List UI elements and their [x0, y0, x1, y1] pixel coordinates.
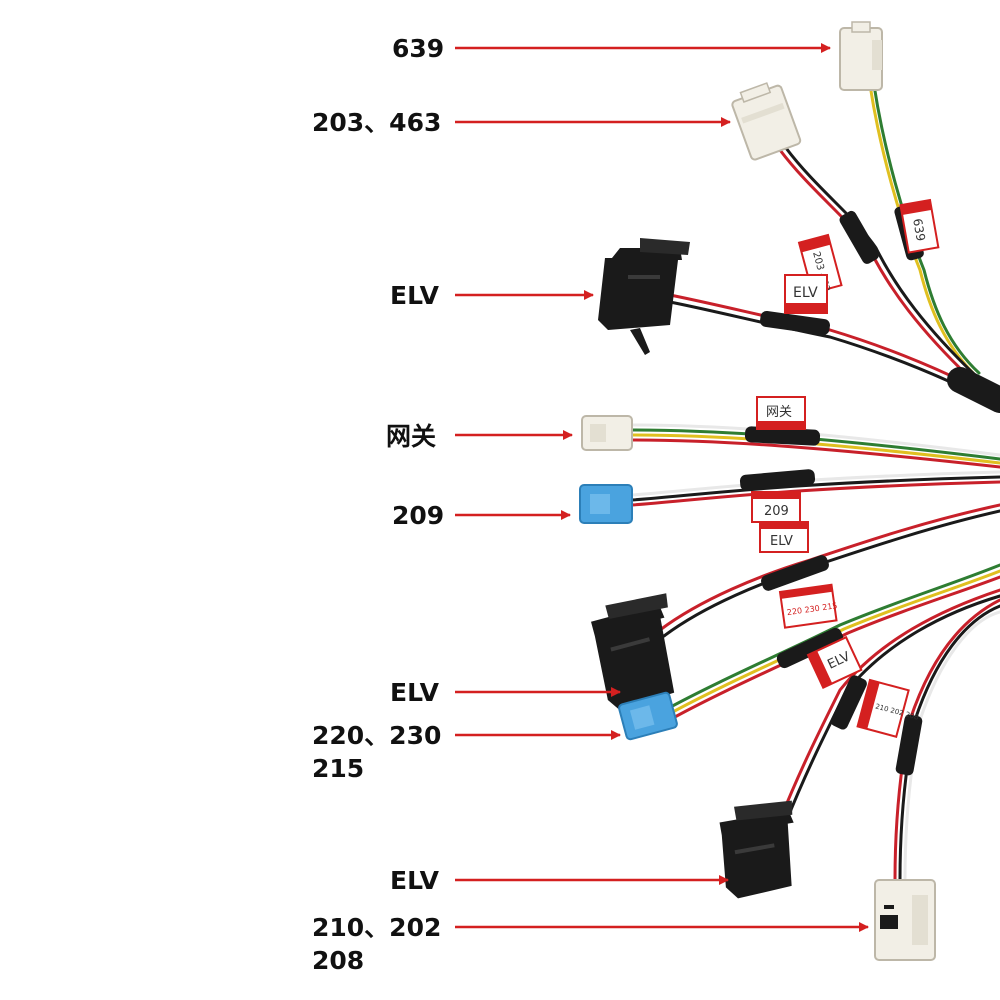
wire-tag-text: 639 [910, 217, 928, 242]
black-connector-elv-mid [591, 593, 675, 711]
wire-tags: 639 203 463 ELV 网关 209 ELV [751, 198, 940, 738]
white-connector-gateway [581, 415, 633, 451]
label-elv-bottom: ELV [390, 866, 439, 895]
wire-tag-gateway: 网关 [756, 396, 806, 430]
label-elv-top: ELV [390, 281, 439, 310]
blue-connector-220-230 [618, 691, 678, 741]
black-connector-elv-bottom [719, 800, 794, 899]
label-gateway: 网关 [386, 422, 437, 451]
label-209: 209 [392, 501, 445, 530]
connectors [579, 21, 936, 961]
wire-bundle [628, 83, 1000, 882]
wire-tag-elv-bottom: ELV [806, 635, 863, 689]
black-connector-elv-top [598, 238, 690, 355]
callout-arrows [455, 43, 869, 932]
wire-tag-elv-mid: ELV [759, 521, 809, 553]
wire-tag-text: 网关 [766, 405, 792, 420]
label-639: 639 [392, 34, 445, 63]
wire-tag-elv-top: ELV [784, 274, 828, 314]
white-connector-639 [839, 21, 883, 91]
wire-tag-text: ELV [793, 285, 818, 301]
wire-tag-220-230-215: 220 230 215 [778, 583, 838, 629]
heat-shrink-sleeves [739, 204, 924, 776]
wire-tag-text: ELV [770, 534, 793, 549]
wire-tag-209: 209 [751, 491, 801, 523]
label-220-230-215: 220、230 215 [312, 721, 442, 783]
wire-tag-639: 639 [899, 198, 940, 254]
white-connector-210-202-208 [874, 879, 936, 961]
label-elv-mid: ELV [390, 678, 439, 707]
wire-tag-text: 209 [764, 504, 789, 519]
white-connector-203-463 [731, 82, 802, 161]
label-203-463: 203、463 [312, 108, 442, 137]
label-210-202-208: 210、202 208 [312, 913, 442, 975]
blue-connector-209 [579, 484, 633, 524]
